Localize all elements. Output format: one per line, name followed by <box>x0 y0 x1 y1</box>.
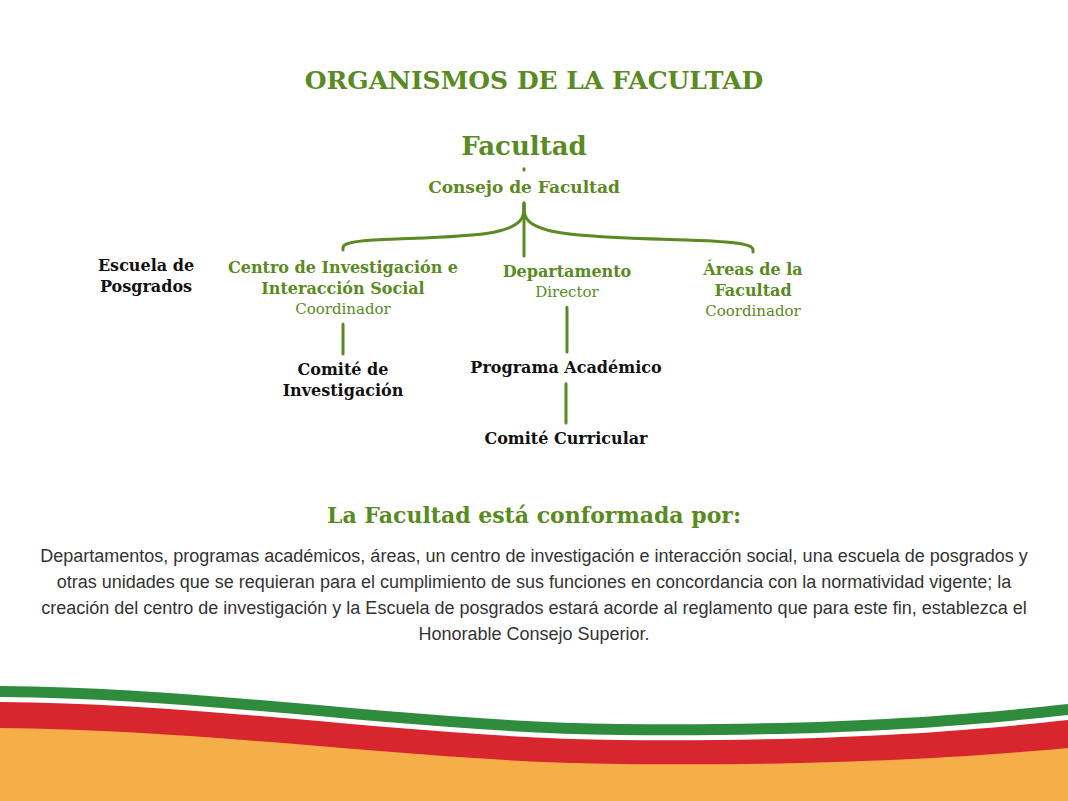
org-unit: Consejo de Facultad <box>424 174 624 200</box>
unit-name: Centro de Investigación e Interacción So… <box>213 258 473 300</box>
org-connector <box>523 169 526 170</box>
org-unit: Comité Curricular <box>480 427 651 452</box>
org-connector <box>565 307 568 352</box>
org-unit: Programa Académico <box>466 356 665 381</box>
org-unit: Comité de Investigación <box>264 358 422 404</box>
org-unit: Centro de Investigación e Interacción So… <box>209 256 477 321</box>
org-unit: DepartamentoDirector <box>499 260 636 304</box>
unit-name: Facultad <box>461 130 587 164</box>
unit-role: Coordinador <box>692 302 814 322</box>
wave-band <box>0 686 1068 801</box>
org-connector <box>564 384 567 423</box>
org-unit: Áreas de la FacultadCoordinador <box>688 258 818 323</box>
wave-band <box>0 702 1068 801</box>
org-connector <box>343 203 524 250</box>
wave-band <box>0 728 1068 801</box>
org-connector <box>524 203 753 252</box>
org-unit: Facultad <box>457 128 591 166</box>
description-text: Departamentos, programas académicos, áre… <box>34 543 1034 647</box>
unit-name: Consejo de Facultad <box>428 176 620 198</box>
unit-name: Comité Curricular <box>484 429 647 450</box>
org-connector <box>342 324 345 354</box>
diagram-title: ORGANISMOS DE LA FACULTAD <box>0 66 1068 95</box>
unit-name: Comité de Investigación <box>268 360 418 402</box>
wave-band <box>0 697 1068 801</box>
unit-name: Departamento <box>503 262 632 283</box>
unit-role: Director <box>503 283 632 303</box>
section-heading: La Facultad está conformada por: <box>0 502 1068 528</box>
org-unit: Escuela de Posgrados <box>87 254 205 300</box>
unit-name: Áreas de la Facultad <box>692 260 814 302</box>
unit-role: Coordinador <box>213 300 473 320</box>
unit-name: Programa Académico <box>470 358 661 379</box>
unit-name: Escuela de Posgrados <box>91 256 201 298</box>
